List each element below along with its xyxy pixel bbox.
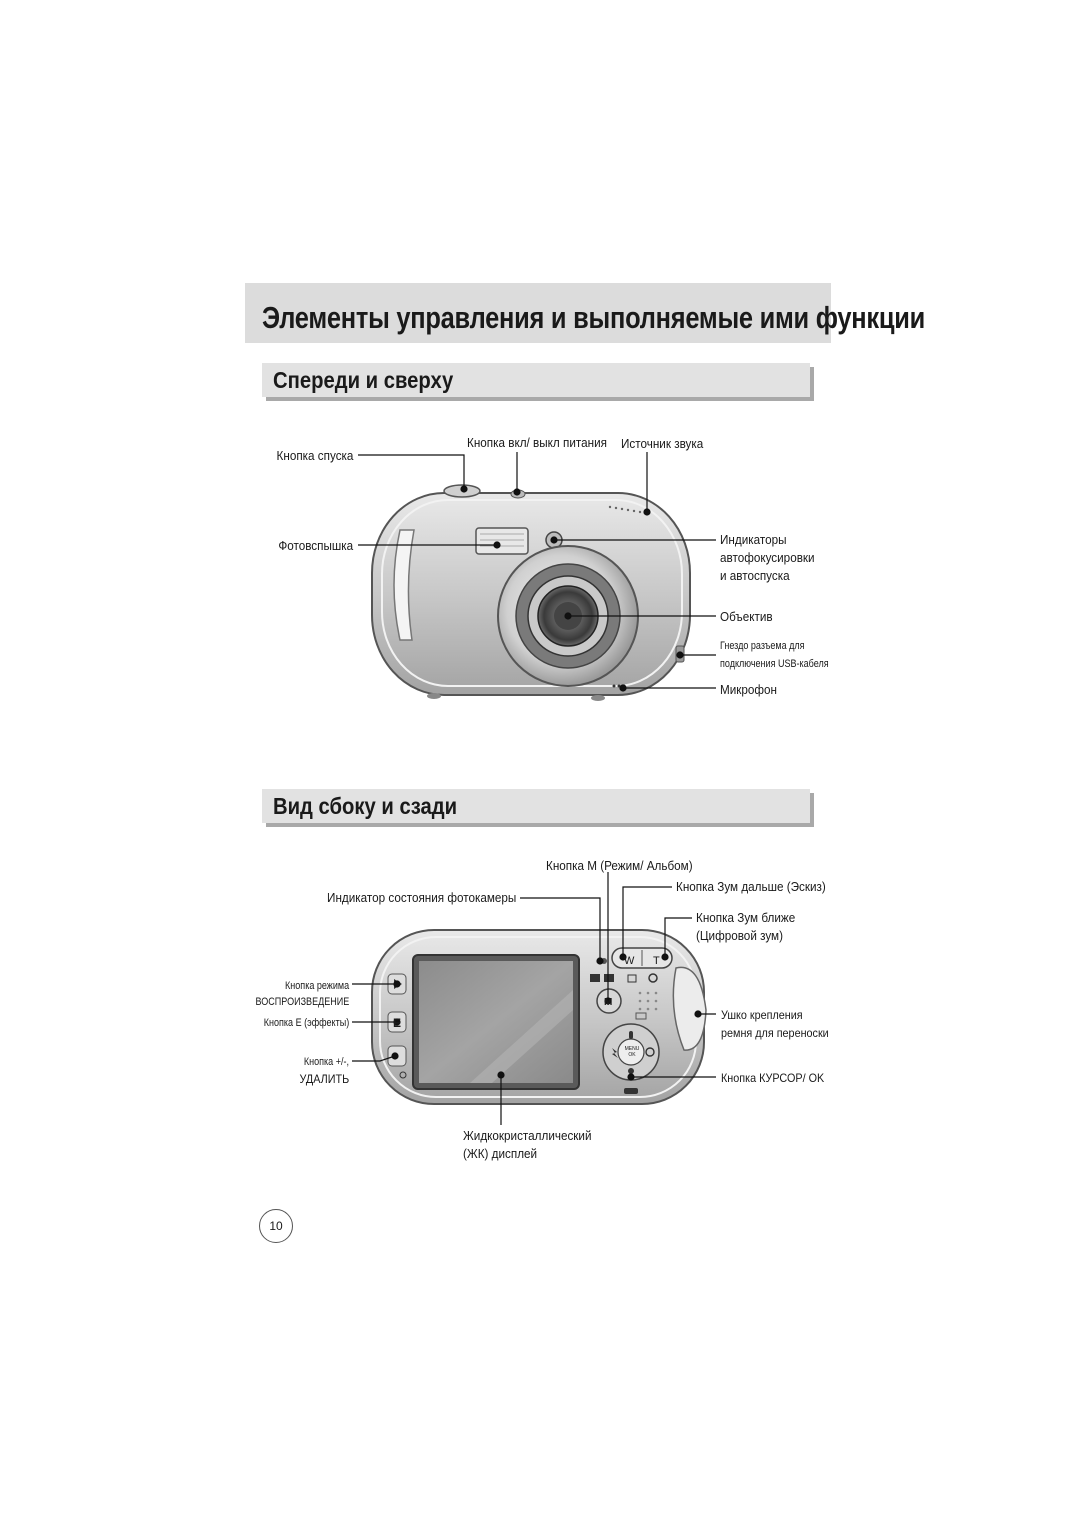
label-lcd-line1: Жидкокристаллический [463,1128,592,1143]
label-zoom-in-line1: Кнопка Зум ближе [696,910,796,925]
zoom-t-glyph: T [653,955,660,967]
label-speaker: Источник звука [621,436,704,451]
label-usb-line1: Гнездо разъема для [720,640,805,652]
label-microphone: Микрофон [720,682,778,697]
label-lens: Объектив [720,609,773,624]
label-lcd-line2: (ЖК) дисплей [463,1146,538,1161]
label-power-button: Кнопка вкл/ выкл питания [467,435,607,450]
section-back-header [262,789,810,823]
back-leader-lines [352,872,716,1125]
zoom-w-glyph: W [624,955,635,967]
label-cursor-ok: Кнопка КУРСОР/ OK [721,1071,825,1085]
label-zoom-out: Кнопка Зум дальше (Эскиз) [676,879,826,894]
label-strap-line1: Ушко крепления [721,1008,803,1022]
label-status-lamp: Индикатор состояния фотокамеры [326,890,516,905]
label-plus-minus-line2: УДАЛИТЬ [299,1072,349,1086]
label-play-line2: ВОСПРОИЗВЕДЕНИЕ [255,996,349,1008]
section-front-title: Спереди и сверху [273,367,454,393]
label-play-line1: Кнопка режима [284,980,349,992]
label-af-lamp-line1: Индикаторы [720,532,787,547]
label-plus-minus-line1: Кнопка +/-, [303,1056,349,1068]
front-leader-lines [358,452,716,692]
page-number: 10 [259,1209,293,1243]
front-camera-body [371,484,691,701]
menu-ok-glyph: MENU OK [624,1046,640,1058]
label-shutter-button: Кнопка спуска [276,448,353,463]
label-usb-line2: подключения USB-кабеля [720,658,829,670]
e-button-glyph: E [393,1016,402,1030]
section-front-header [262,363,810,397]
label-zoom-in-line2: (Цифровой зум) [696,928,784,943]
label-flash: Фотовспышка [278,538,353,553]
label-strap-line2: ремня для переноски [721,1026,829,1040]
label-af-lamp-line2: автофокусировки [720,550,815,565]
label-e-button: Кнопка E (эффекты) [263,1017,349,1029]
label-af-lamp-line3: и автоспуска [720,568,790,583]
m-button-glyph: M [604,997,613,1008]
page-title: Элементы управления и выполняемые ими фу… [262,300,926,335]
label-m-button: Кнопка M (Режим/ Альбом) [546,858,693,873]
section-back-title: Вид сбоку и сзади [273,793,458,819]
title-banner [245,283,831,343]
